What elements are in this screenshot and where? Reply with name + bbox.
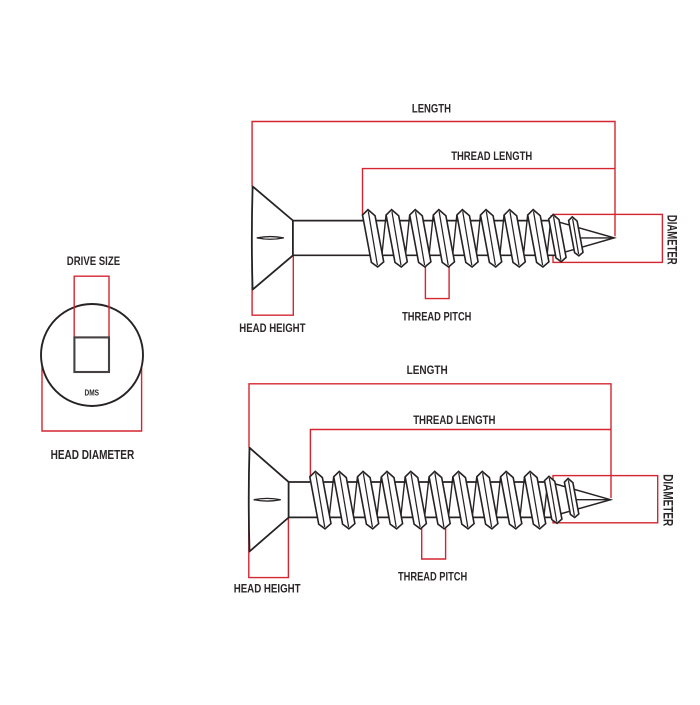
svg-text:DMS: DMS — [85, 388, 100, 398]
svg-text:HEAD HEIGHT: HEAD HEIGHT — [239, 321, 306, 335]
svg-text:DRIVE SIZE: DRIVE SIZE — [67, 254, 120, 268]
svg-text:THREAD PITCH: THREAD PITCH — [398, 570, 467, 584]
svg-text:HEAD DIAMETER: HEAD DIAMETER — [51, 447, 135, 462]
svg-text:LENGTH: LENGTH — [412, 101, 451, 115]
svg-text:DIAMETER: DIAMETER — [661, 474, 677, 526]
svg-text:LENGTH: LENGTH — [407, 363, 448, 377]
svg-text:DIAMETER: DIAMETER — [665, 215, 681, 265]
svg-text:THREAD PITCH: THREAD PITCH — [402, 309, 471, 323]
svg-text:THREAD LENGTH: THREAD LENGTH — [413, 413, 495, 427]
svg-text:THREAD LENGTH: THREAD LENGTH — [451, 149, 532, 163]
svg-text:HEAD HEIGHT: HEAD HEIGHT — [234, 581, 301, 595]
